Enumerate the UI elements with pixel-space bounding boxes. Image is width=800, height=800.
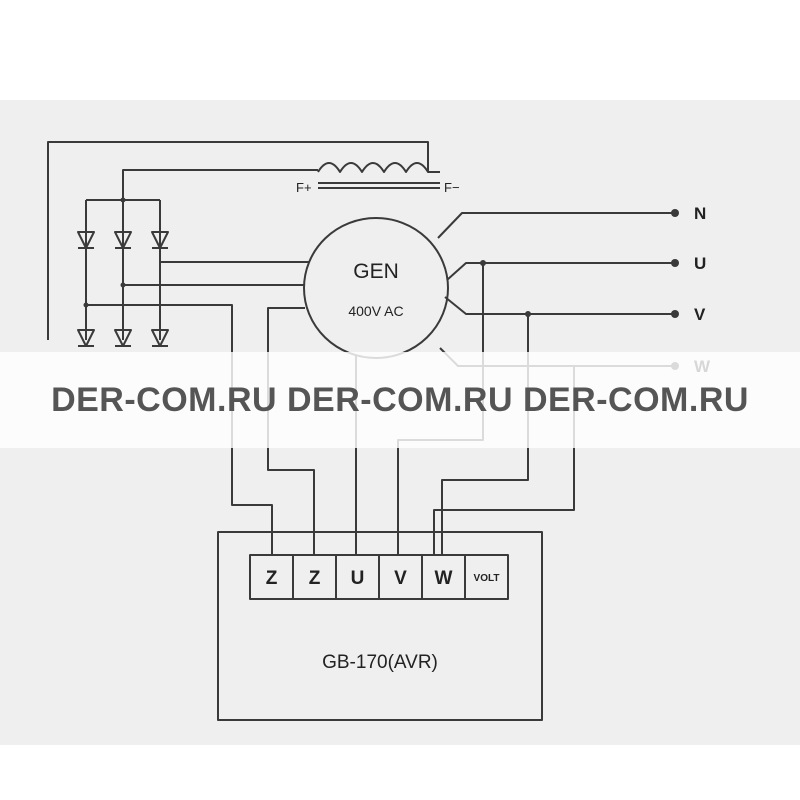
- avr-terminal-label: VOLT: [474, 573, 500, 584]
- terminal-n-dot: [671, 209, 679, 217]
- avr-terminal-label: V: [394, 568, 407, 589]
- exciter-coil: [317, 162, 440, 189]
- gen-to-avr-z-wire: [267, 307, 315, 555]
- avr-terminal-label: Z: [266, 568, 278, 589]
- terminal-u-dot: [671, 259, 679, 267]
- avr-terminal-label: W: [435, 568, 453, 589]
- output-u-wire: [446, 262, 672, 281]
- generator-voltage: 400V AC: [348, 303, 403, 319]
- terminal-u-label: U: [694, 254, 706, 273]
- avr-terminal-strip: Z Z U V W VOLT: [249, 554, 509, 600]
- watermark-band: DER-COM.RU DER-COM.RU DER-COM.RU: [0, 352, 800, 448]
- generator-label: GEN: [353, 260, 399, 283]
- terminal-n-label: N: [694, 204, 706, 223]
- terminal-v-dot: [671, 310, 679, 318]
- avr-terminal-5: VOLT: [464, 554, 509, 600]
- avr-box: [217, 531, 543, 721]
- rectifier-to-avr-wire: [160, 304, 273, 555]
- avr-terminal-0: Z: [249, 554, 294, 600]
- field-minus-label: F−: [444, 180, 460, 195]
- rectifier-plus-wire: [122, 169, 318, 200]
- avr-terminal-3: V: [378, 554, 423, 600]
- avr-terminal-4: W: [421, 554, 466, 600]
- field-loop-wire: [47, 141, 440, 340]
- rectifier-bridge: [77, 197, 169, 347]
- avr-terminal-label: Z: [309, 568, 321, 589]
- output-v-wire: [444, 296, 672, 315]
- generator-circle: [303, 217, 449, 359]
- avr-terminal-2: U: [335, 554, 380, 600]
- field-plus-label: F+: [296, 180, 312, 195]
- avr-label: GB-170(AVR): [322, 652, 438, 673]
- avr-terminal-1: Z: [292, 554, 337, 600]
- avr-terminal-label: U: [351, 568, 365, 589]
- watermark-text: DER-COM.RU DER-COM.RU DER-COM.RU: [51, 380, 749, 419]
- output-n-wire: [437, 212, 672, 239]
- terminal-v-label: V: [694, 305, 706, 324]
